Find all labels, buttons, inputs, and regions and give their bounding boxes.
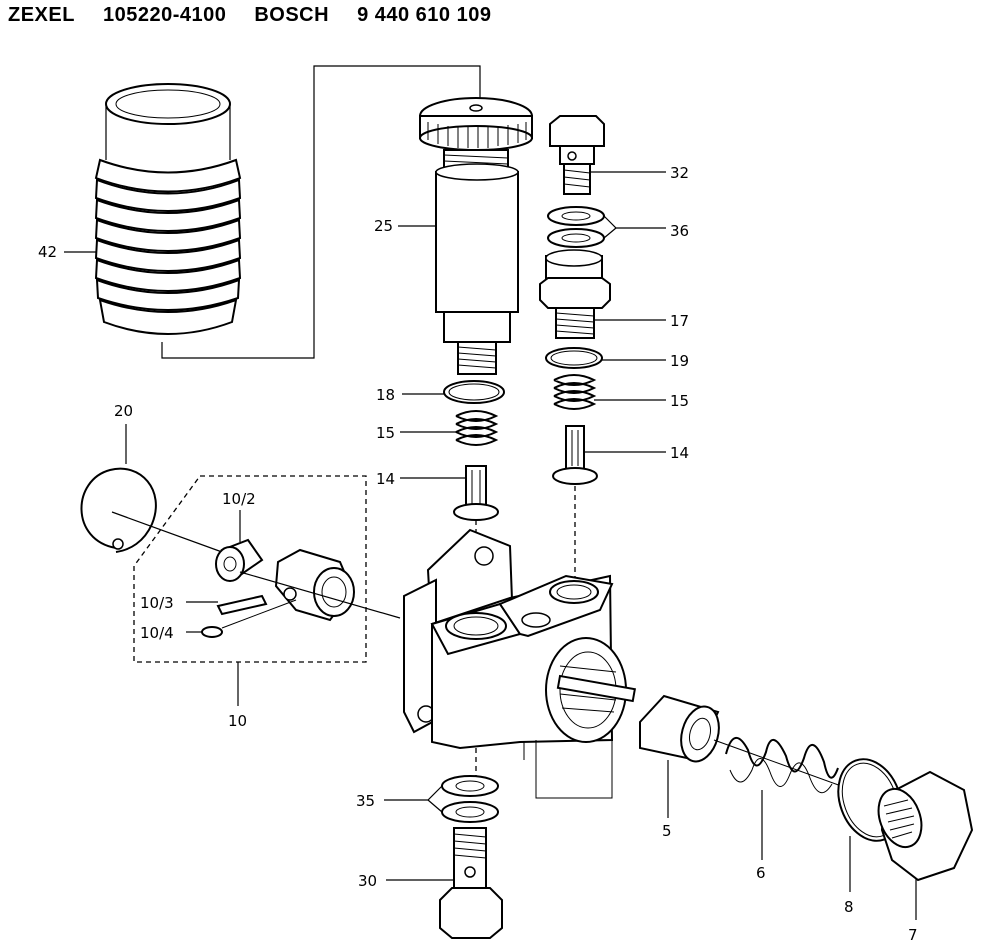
label-15-left: 15 — [376, 424, 395, 442]
diagram-header: ZEXEL 105220-4100 BOSCH 9 440 610 109 — [8, 4, 519, 30]
axis-snap-ring — [111, 511, 223, 553]
label-10-2: 10/2 — [222, 490, 256, 508]
cap-nut-part-7 — [877, 770, 974, 882]
banjo-bolt-part-30 — [439, 827, 503, 939]
fitting-part-17 — [539, 249, 611, 339]
leader-35-bottom — [427, 799, 443, 813]
o-ring-part-18 — [443, 380, 505, 404]
label-30: 30 — [358, 872, 377, 890]
roller-part-10-2 — [215, 538, 264, 582]
bellows-part-42 — [94, 83, 242, 335]
label-42: 42 — [38, 243, 57, 261]
label-18: 18 — [376, 386, 395, 404]
label-36: 36 — [670, 222, 689, 240]
label-5: 5 — [662, 822, 672, 840]
label-10: 10 — [228, 712, 247, 730]
valve-part-14-right — [552, 425, 598, 485]
axis-clip — [221, 599, 297, 629]
label-7: 7 — [908, 926, 918, 944]
hand-primer-part-25 — [419, 97, 533, 375]
group-box-10 — [133, 475, 367, 663]
label-32: 32 — [670, 164, 689, 182]
leader-36-bottom — [603, 227, 617, 239]
washers-part-36 — [547, 206, 605, 248]
label-14-right: 14 — [670, 444, 689, 462]
label-20: 20 — [114, 402, 133, 420]
banjo-bolt-part-32 — [549, 115, 605, 195]
label-17: 17 — [670, 312, 689, 330]
leader-35-top — [384, 785, 443, 801]
label-6: 6 — [756, 864, 766, 882]
pump-housing — [403, 528, 637, 799]
spring-part-15-left — [455, 410, 499, 446]
label-35: 35 — [356, 792, 375, 810]
label-10-3: 10/3 — [140, 594, 174, 612]
label-19: 19 — [670, 352, 689, 370]
tappet-part-10 — [274, 548, 355, 622]
snap-ring-part-20 — [80, 467, 157, 553]
piston-part-5 — [639, 694, 720, 763]
label-10-4: 10/4 — [140, 624, 174, 642]
header-brand-zexel: ZEXEL — [8, 4, 75, 26]
valve-part-14-left — [453, 465, 499, 521]
header-brand-bosch: BOSCH — [254, 4, 330, 26]
header-zexel-number: 105220-4100 — [102, 4, 227, 26]
spring-part-15-right — [553, 374, 597, 410]
spring-part-6 — [725, 737, 839, 794]
leader-36-top — [603, 215, 666, 229]
washers-part-35 — [441, 775, 499, 823]
label-8: 8 — [844, 898, 854, 916]
label-14-left: 14 — [376, 470, 395, 488]
assembly-leader-42-25 — [161, 65, 481, 359]
clip-part-10-4 — [201, 626, 223, 638]
pin-part-10-3 — [216, 594, 268, 616]
label-25: 25 — [374, 217, 393, 235]
label-15-right: 15 — [670, 392, 689, 410]
axis-tappet — [239, 571, 401, 619]
o-ring-part-19 — [545, 347, 603, 369]
header-bosch-number: 9 440 610 109 — [357, 4, 492, 26]
